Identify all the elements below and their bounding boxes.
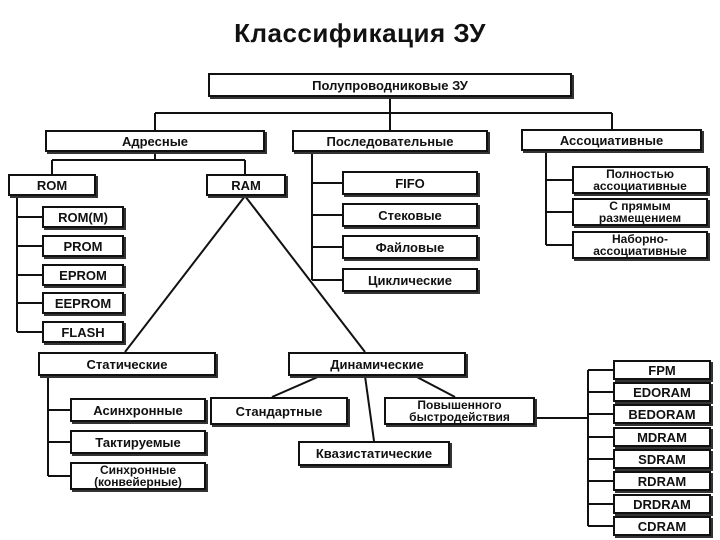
- node-mdram: MDRAM: [613, 427, 711, 447]
- node-synchronous-pipelined: Синхронные (конвейерные): [70, 462, 206, 490]
- node-fully-associative: Полностью ассоциативные: [572, 166, 708, 194]
- node-rdram: RDRAM: [613, 471, 711, 491]
- node-rom-m: ROM(M): [42, 206, 124, 228]
- node-eeprom: EEPROM: [42, 292, 124, 314]
- node-cdram: CDRAM: [613, 516, 711, 536]
- node-flash: FLASH: [42, 321, 124, 343]
- diagram-title: Классификация ЗУ: [234, 18, 486, 48]
- node-direct-mapped: С прямым размещением: [572, 198, 708, 226]
- node-stack: Стековые: [342, 203, 478, 227]
- node-high-speed: Повышенного быстродействия: [384, 397, 535, 425]
- node-bedoram: BEDORAM: [613, 404, 711, 424]
- node-clocked: Тактируемые: [70, 430, 206, 454]
- node-sequential: Последовательные: [292, 130, 488, 152]
- node-addressed: Адресные: [45, 130, 265, 152]
- node-file: Файловые: [342, 235, 478, 259]
- node-sdram: SDRAM: [613, 449, 711, 469]
- node-semiconductor-memory: Полупроводниковые ЗУ: [208, 73, 572, 97]
- node-fpm: FPM: [613, 360, 711, 380]
- node-associative: Ассоциативные: [521, 129, 702, 151]
- node-quasistatic: Квазистатические: [298, 441, 450, 466]
- node-cyclic: Циклические: [342, 268, 478, 292]
- node-prom: PROM: [42, 235, 124, 257]
- node-dynamic: Динамические: [288, 352, 466, 376]
- node-edoram: EDORAM: [613, 382, 711, 402]
- node-eprom: EPROM: [42, 264, 124, 286]
- node-standard: Стандартные: [210, 397, 348, 425]
- node-drdram: DRDRAM: [613, 494, 711, 514]
- node-fifo: FIFO: [342, 171, 478, 195]
- node-static: Статические: [38, 352, 216, 376]
- node-asynchronous: Асинхронные: [70, 398, 206, 422]
- node-set-associative: Наборно- ассоциативные: [572, 231, 708, 259]
- node-rom: ROM: [8, 174, 96, 196]
- node-ram: RAM: [206, 174, 286, 196]
